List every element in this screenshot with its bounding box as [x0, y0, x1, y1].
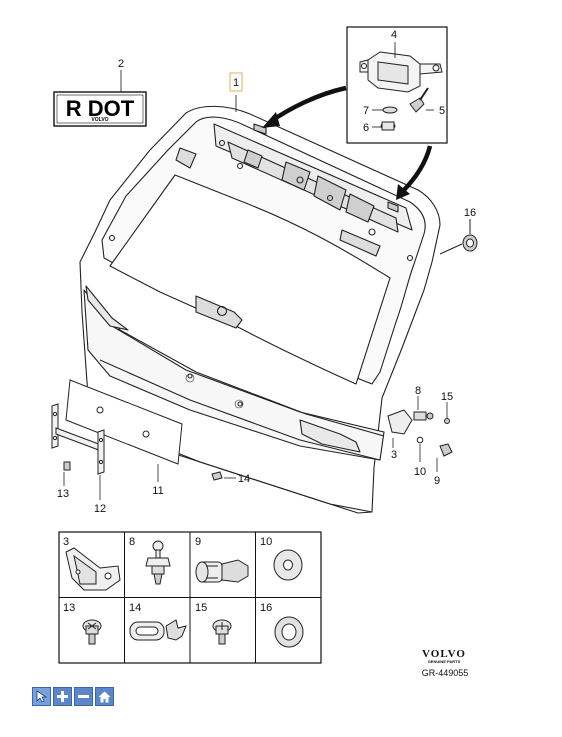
callout-1: 1 [233, 77, 239, 89]
callout-2: 2 [118, 58, 124, 70]
zoom-in-button[interactable] [53, 687, 72, 706]
rdot-text: R DOT [66, 96, 135, 121]
part-10-illustration [273, 549, 303, 581]
callout-14: 14 [238, 473, 250, 485]
callout-9: 9 [434, 475, 440, 487]
grid-label-10: 10 [260, 536, 272, 548]
part-13-illustration [82, 619, 102, 645]
leader-arrows [262, 85, 433, 200]
part-3-illustration [65, 547, 121, 591]
grid-label-13: 13 [63, 602, 75, 614]
callout-12: 12 [94, 503, 106, 515]
callout-10: 10 [414, 466, 426, 478]
parts-grid: 3 8 9 10 13 14 15 16 [58, 531, 322, 664]
callout-7: 7 [363, 105, 369, 117]
part-15-illustration [212, 619, 232, 645]
pointer-icon [36, 690, 47, 703]
home-button[interactable] [95, 687, 114, 706]
strut-mount-parts [387, 396, 453, 472]
rdot-brand: VOLVO [91, 117, 108, 123]
callout-8: 8 [415, 385, 421, 397]
brand-tagline: GENUINE PARTS [427, 659, 461, 664]
diagram-reference: GR-449055 [421, 668, 469, 678]
callout-16: 16 [464, 207, 476, 219]
callout-13: 13 [57, 488, 69, 500]
grid-label-3: 3 [63, 536, 69, 548]
callout-4: 4 [391, 29, 397, 41]
viewer-toolbar [32, 687, 114, 706]
part-9-illustration [195, 559, 249, 583]
rdot-sticker [53, 70, 147, 127]
brackets-12 [51, 403, 105, 500]
callout-1-highlight [229, 72, 243, 92]
grid-label-14: 14 [129, 602, 141, 614]
hinge-inset [346, 26, 448, 144]
grommet-16 [439, 219, 478, 255]
grid-label-8: 8 [129, 536, 135, 548]
callout-5: 5 [439, 105, 445, 117]
callout-11: 11 [152, 485, 163, 497]
zoom-out-button[interactable] [74, 687, 93, 706]
zoom-in-icon [57, 691, 68, 702]
part-8-illustration [145, 540, 171, 585]
tailgate-drawing [79, 105, 441, 514]
pointer-button[interactable] [32, 687, 51, 706]
zoom-out-icon [78, 695, 89, 698]
callouts: 1 2 4 7 5 6 16 8 15 3 10 9 11 12 13 14 [57, 29, 476, 515]
callout-3: 3 [391, 449, 397, 461]
brand-logo: VOLVO [422, 648, 466, 660]
grid-label-9: 9 [195, 536, 201, 548]
clip-14 [211, 471, 236, 481]
grid-label-15: 15 [195, 602, 207, 614]
part-16-illustration [274, 616, 304, 648]
grid-label-16: 16 [260, 602, 272, 614]
part-14-illustration [129, 619, 187, 641]
home-icon [98, 691, 111, 702]
callout-15: 15 [441, 391, 453, 403]
callout-6: 6 [363, 122, 369, 134]
plate-panel-11 [65, 379, 183, 482]
